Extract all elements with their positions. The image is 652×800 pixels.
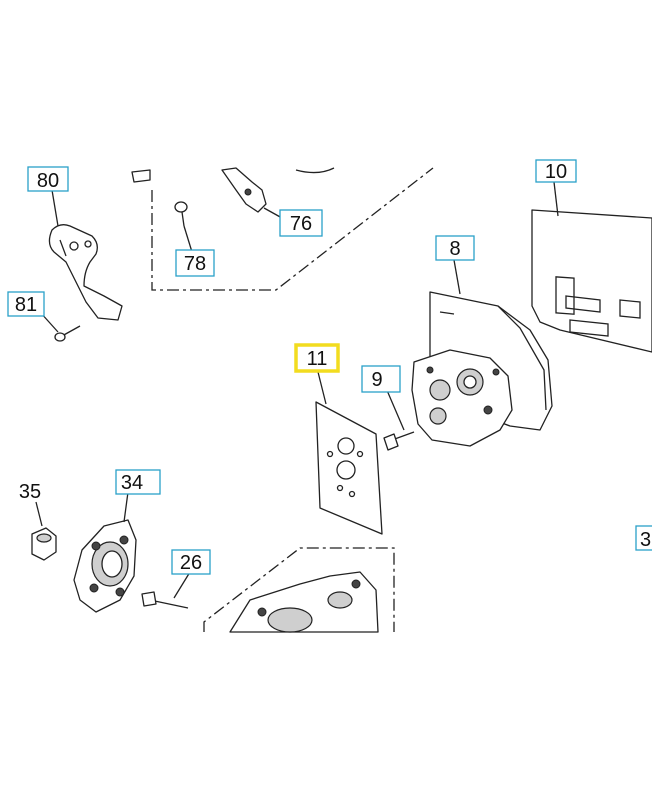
leader-76	[263, 207, 283, 219]
callout-26: 26	[171, 549, 211, 575]
callout-11-label: 11	[307, 348, 328, 370]
callout-34: 34	[115, 469, 161, 495]
callout-3-partial: 3	[635, 525, 652, 551]
callout-10: 10	[535, 159, 577, 183]
callout-76: 76	[279, 209, 323, 237]
callout-35-label: 35	[19, 481, 41, 503]
leader-78	[183, 225, 193, 253]
callout-78-label: 78	[184, 253, 206, 275]
callout-26-label: 26	[180, 552, 202, 574]
callout-81: 81	[7, 291, 45, 317]
callout-80: 80	[27, 166, 69, 192]
callout-3-label: 3	[640, 529, 651, 551]
part-26-bolt	[141, 591, 189, 609]
callout-11-highlighted: 11	[294, 343, 340, 373]
callout-78: 78	[175, 249, 215, 277]
part-10-plate	[531, 209, 652, 353]
leader-10	[553, 181, 559, 217]
callout-8: 8	[435, 235, 475, 261]
callout-76-label: 76	[290, 213, 312, 235]
leader-9	[385, 387, 405, 431]
callout-80-label: 80	[37, 170, 59, 192]
callout-81-label: 81	[15, 294, 37, 316]
callout-10-label: 10	[545, 161, 567, 183]
part-80-bracket	[48, 224, 123, 321]
part-78-screw	[174, 201, 188, 227]
part-81-screw	[54, 325, 81, 342]
assembly-outline	[151, 167, 434, 291]
callout-9-label: 9	[371, 369, 382, 391]
part-76-component	[131, 167, 335, 213]
callout-34-label: 34	[121, 472, 143, 494]
leader-34	[123, 491, 129, 523]
callout-8-label: 8	[449, 238, 460, 260]
leader-11	[317, 371, 327, 405]
leader-35	[35, 501, 43, 527]
engine-block-partial	[203, 547, 395, 633]
part-35-nut	[31, 527, 57, 561]
part-9-bolt	[383, 431, 415, 451]
leader-26	[173, 571, 191, 599]
part-11-gasket	[315, 401, 383, 535]
leader-80	[51, 189, 59, 227]
leader-8	[453, 259, 461, 295]
part-9-body	[411, 349, 513, 447]
callout-9: 9	[361, 365, 401, 393]
part-34-flange	[73, 519, 137, 613]
